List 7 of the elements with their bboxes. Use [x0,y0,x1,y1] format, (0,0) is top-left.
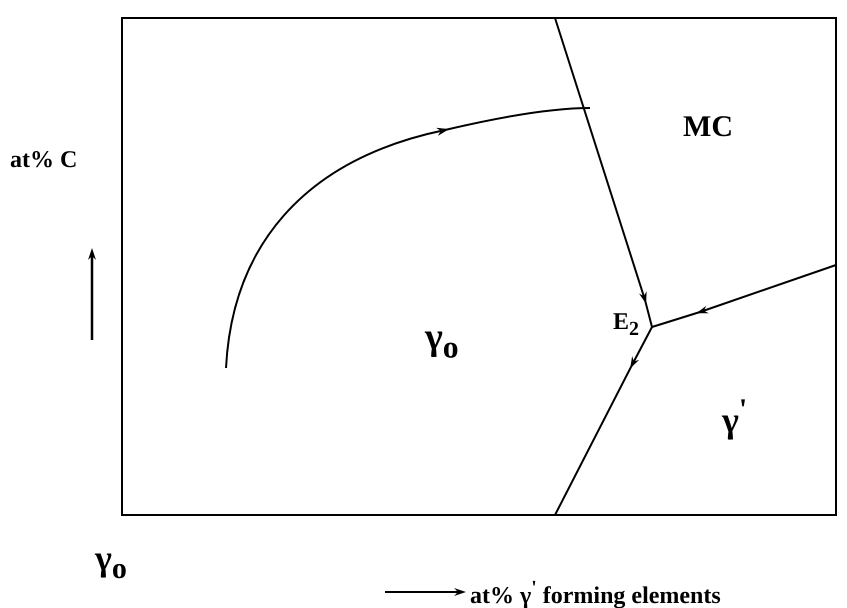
axis-label: at% C [10,148,78,172]
point-label: E$_{2}$ [613,310,640,339]
origin-label: γ$_{o}$ [95,540,127,584]
phase-label: MC [683,112,733,142]
phase-label: γ$_{o}$ [425,318,459,364]
phase-label: γ$^{'}$ [722,395,748,438]
axis-label: at% γ$^{'}$ forming elements [470,578,721,608]
